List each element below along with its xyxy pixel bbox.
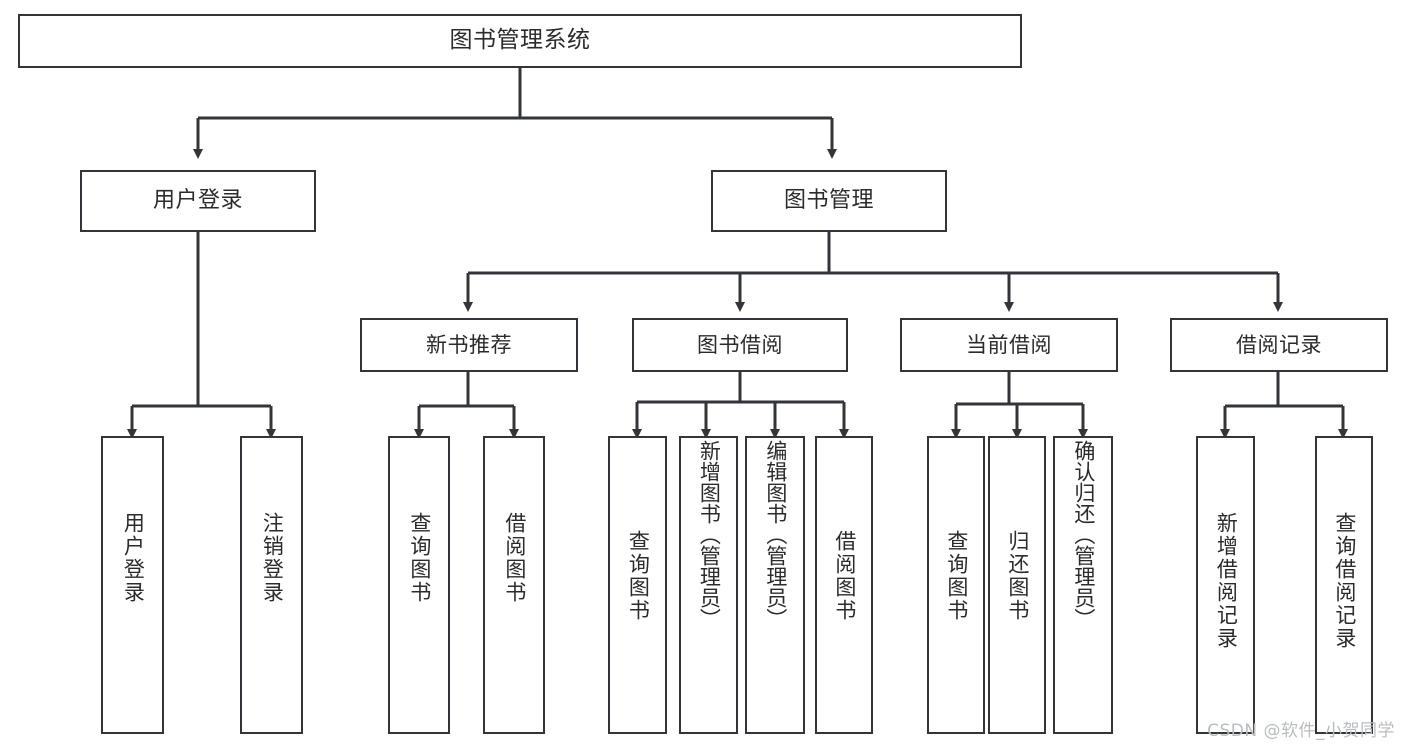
node-root-book-management-system[interactable]: 图书管理系统: [18, 14, 1022, 68]
node-new-book-recommend-label: 新书推荐: [426, 332, 512, 357]
node-leaf-query-book-current[interactable]: 查询图书: [927, 436, 985, 734]
node-book-management[interactable]: 图书管理: [711, 170, 947, 232]
node-leaf-query-borrow-record[interactable]: 查询借阅记录: [1315, 436, 1373, 734]
node-leaf-add-book-admin-label: 新增图书（管理员）: [697, 440, 722, 629]
node-leaf-edit-book-admin[interactable]: 编辑图书（管理员）: [745, 436, 805, 734]
node-leaf-borrow-book-newbook[interactable]: 借阅图书: [483, 436, 545, 734]
node-leaf-add-borrow-record-label: 新增借阅记录: [1214, 512, 1239, 650]
node-leaf-query-book-newbook[interactable]: 查询图书: [388, 436, 450, 734]
node-leaf-query-book-borrow[interactable]: 查询图书: [608, 436, 667, 734]
node-leaf-query-book-newbook-label: 查询图书: [407, 512, 432, 604]
node-leaf-return-book-label: 归还图书: [1005, 530, 1030, 622]
node-leaf-confirm-return-admin-label: 确认归还（管理员）: [1071, 440, 1096, 629]
node-user-login-label: 用户登录: [152, 188, 243, 214]
node-leaf-logout[interactable]: 注销登录: [240, 436, 303, 734]
node-book-borrowing[interactable]: 图书借阅: [632, 318, 848, 372]
node-book-borrowing-label: 图书借阅: [697, 332, 783, 357]
node-leaf-borrow-book-borrow-label: 借阅图书: [832, 530, 857, 622]
node-leaf-borrow-book-borrow[interactable]: 借阅图书: [815, 436, 873, 734]
node-book-management-label: 图书管理: [783, 188, 874, 214]
node-leaf-query-book-current-label: 查询图书: [944, 530, 969, 622]
node-leaf-query-book-borrow-label: 查询图书: [626, 530, 651, 622]
node-new-book-recommend[interactable]: 新书推荐: [360, 318, 578, 372]
node-leaf-user-login[interactable]: 用户登录: [101, 436, 164, 734]
node-borrow-records[interactable]: 借阅记录: [1170, 318, 1388, 372]
node-leaf-borrow-book-newbook-label: 借阅图书: [502, 512, 527, 604]
node-current-borrowing[interactable]: 当前借阅: [900, 318, 1118, 372]
node-current-borrowing-label: 当前借阅: [966, 332, 1052, 357]
node-leaf-edit-book-admin-label: 编辑图书（管理员）: [763, 440, 788, 629]
node-root-label: 图书管理系统: [449, 27, 591, 54]
node-borrow-records-label: 借阅记录: [1236, 332, 1322, 357]
node-leaf-return-book[interactable]: 归还图书: [988, 436, 1046, 734]
node-user-login[interactable]: 用户登录: [80, 170, 316, 232]
node-leaf-confirm-return-admin[interactable]: 确认归还（管理员）: [1053, 436, 1113, 734]
node-leaf-add-book-admin[interactable]: 新增图书（管理员）: [679, 436, 738, 734]
node-leaf-query-borrow-record-label: 查询借阅记录: [1332, 512, 1357, 650]
node-leaf-add-borrow-record[interactable]: 新增借阅记录: [1196, 436, 1255, 734]
node-leaf-logout-label: 注销登录: [260, 512, 285, 604]
node-leaf-user-login-label: 用户登录: [121, 512, 146, 604]
